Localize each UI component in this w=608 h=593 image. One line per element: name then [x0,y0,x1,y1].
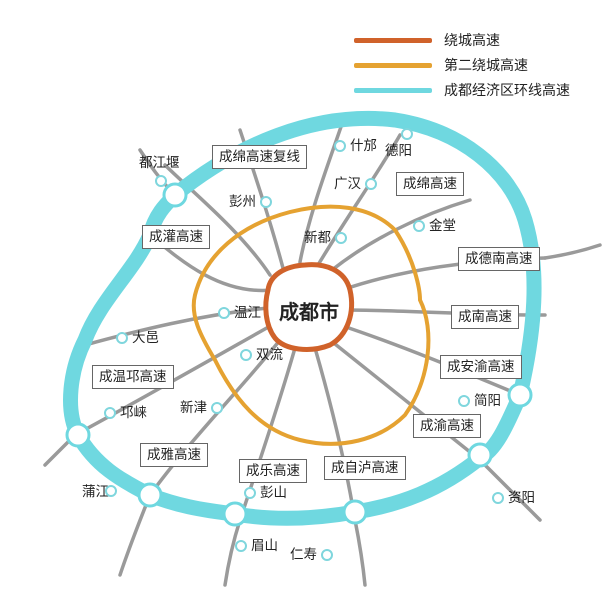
legend-label: 第二绕城高速 [444,58,528,74]
interchange-nodes [65,182,533,527]
city-dot [244,487,256,499]
city-dot [413,220,425,232]
city-pengzhou: 彭州 [229,194,272,210]
city-shifang: 什邡 [334,138,377,154]
city-pujiang: 蒲江 [82,484,109,500]
legend-item-outer-ring: 成都经济区环线高速 [354,80,570,100]
road-label-chenganyu: 成安渝高速 [440,355,522,379]
city-name: 邛崃 [120,405,147,421]
city-name: 德阳 [385,143,412,159]
city-dot [365,178,377,190]
legend-label: 绕城高速 [444,33,500,49]
city-jianyang: 简阳 [458,393,501,409]
city-meishan: 眉山 [235,538,278,554]
city-xindu: 新都 [304,230,347,246]
city-dot [260,196,272,208]
legend-item-ring-road: 绕城高速 [354,30,500,50]
city-dot [334,140,346,152]
city-dot [155,175,167,187]
city-name: 温江 [234,305,261,321]
road-label-chengwenqiong: 成温邛高速 [92,365,174,389]
city-dot [211,402,223,414]
legend-item-second-ring: 第二绕城高速 [354,55,528,75]
legend-label: 成都经济区环线高速 [444,83,570,99]
city-name: 都江堰 [139,155,180,171]
road-label-chengyu: 成渝高速 [413,414,481,438]
city-dot [492,492,504,504]
city-name: 眉山 [251,538,278,554]
city-name: 仁寿 [290,547,317,563]
city-dot [235,540,247,552]
city-guanghan: 广汉 [334,176,377,192]
city-name: 大邑 [132,330,159,346]
city-name: 双流 [256,347,283,363]
city-dot [458,395,470,407]
legend-swatch [354,37,432,43]
city-dujiangyan: 都江堰 [139,155,180,171]
center-city-label: 成都市 [279,300,339,324]
road-label-chengmian-fuxian: 成绵高速复线 [212,145,307,169]
city-dayi: 大邑 [116,330,159,346]
city-name: 什邡 [350,138,377,154]
road-label-chengdenan: 成德南高速 [458,247,540,271]
city-dot [104,407,116,419]
city-renshou: 仁寿 [290,547,333,563]
city-dot [105,485,117,497]
expressway-lines [43,113,602,587]
city-name: 资阳 [508,490,535,506]
road-label-chengya: 成雅高速 [140,443,208,467]
city-dot [116,332,128,344]
city-name: 金堂 [429,218,456,234]
second-ring-expressway [191,204,431,446]
road-label-chengle: 成乐高速 [239,459,307,483]
ring-road-expressway [263,262,355,352]
city-name: 广汉 [334,176,361,192]
city-dot [335,232,347,244]
road-label-chengzilu: 成自泸高速 [324,456,406,480]
road-label-chengnan: 成南高速 [451,305,519,329]
city-ziyang: 资阳 [492,490,535,506]
legend-swatch [354,87,432,93]
city-shuangliu: 双流 [240,347,283,363]
city-xinjin: 新津 [180,400,223,416]
city-name: 简阳 [474,393,501,409]
city-name: 彭州 [229,194,256,210]
road-label-chengmian: 成绵高速 [396,172,464,196]
city-pengshan: 彭山 [244,485,287,501]
city-wenjiang: 温江 [218,305,261,321]
road-label-chengguan: 成灌高速 [142,225,210,249]
city-name: 新都 [304,230,331,246]
city-name: 蒲江 [82,484,109,500]
city-name: 新津 [180,400,207,416]
legend-swatch [354,62,432,68]
city-name: 彭山 [260,485,287,501]
city-qionglai: 邛崃 [104,405,147,421]
city-dot [240,349,252,361]
city-deyang: 德阳 [385,143,412,159]
city-jintang: 金堂 [413,218,456,234]
city-dot [401,128,413,140]
city-dot [218,307,230,319]
city-dot [321,549,333,561]
